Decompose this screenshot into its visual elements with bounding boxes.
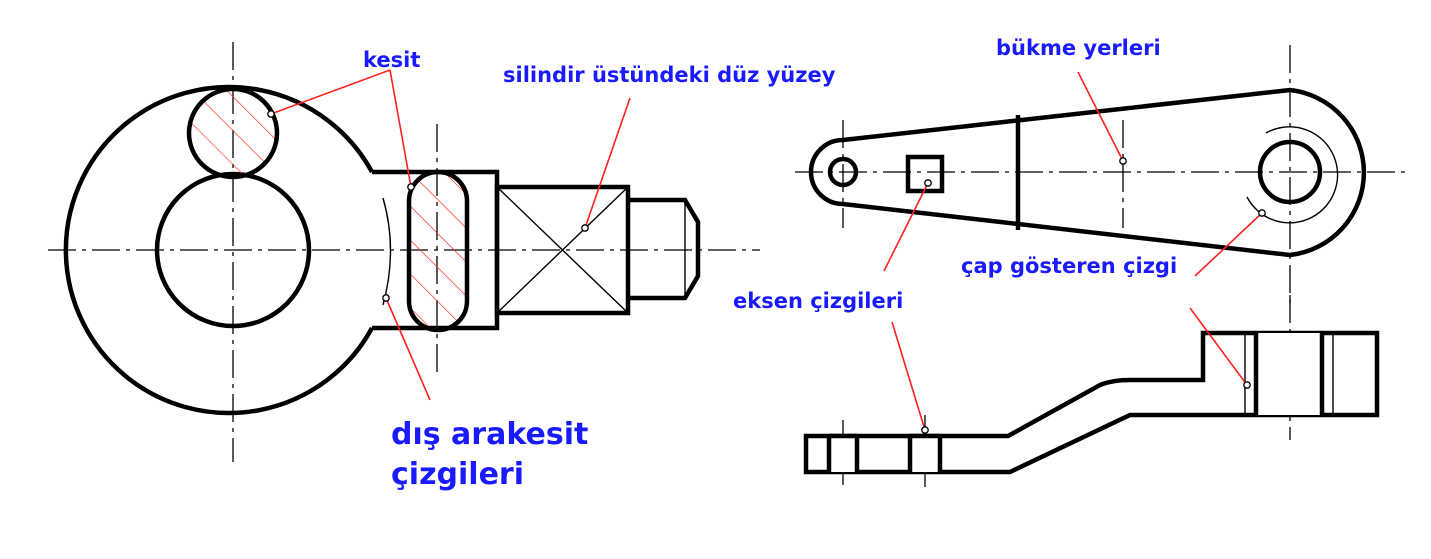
side-square-hole-void: [910, 436, 940, 472]
pin-tip: [628, 197, 701, 301]
leader-dots: [267, 110, 1266, 434]
leader-dis-arakesit: [385, 297, 431, 401]
leader-lines: [270, 69, 1263, 431]
leader-kesit-2: [389, 69, 412, 188]
left-part: [48, 42, 760, 462]
ring-outline: [63, 84, 374, 416]
lever-plan-view: [795, 45, 1410, 305]
revolved-section-hatch: [189, 89, 277, 177]
oblong-section: [406, 169, 470, 333]
oblong-section-hatch: [409, 172, 467, 330]
flat-diagonal-2: [496, 186, 629, 314]
leader-kesit-1: [270, 69, 391, 115]
label-silindir: silindir üstündeki düz yüzey: [503, 63, 836, 87]
leader-cap-down: [1189, 307, 1248, 386]
flat-square: [494, 184, 631, 316]
label-kesit: kesit: [363, 48, 420, 72]
square-hole: [905, 154, 945, 194]
leader-eksen-up: [883, 182, 929, 272]
side-boss-hole-void: [1256, 333, 1322, 415]
leader-cap-up: [1194, 212, 1263, 277]
lever-side-section: [803, 295, 1380, 490]
label-bukme: bükme yerleri: [996, 36, 1161, 60]
label-cap: çap gösteren çizgi: [961, 254, 1177, 278]
small-hole: [827, 156, 859, 188]
leader-bukme: [1077, 71, 1124, 162]
leader-eksen-down: [891, 321, 926, 431]
boss-hole: [1257, 139, 1323, 205]
label-dis-line1: dış arakesit: [391, 417, 588, 452]
side-section-body: [803, 330, 1380, 475]
intersection-arc: [382, 197, 392, 306]
label-eksen: eksen çizgileri: [733, 289, 903, 313]
label-dis-line2: çizgileri: [391, 457, 524, 492]
lever-outline: [808, 87, 1367, 258]
labels: kesit silindir üstündeki düz yüzey bükme…: [363, 36, 1177, 492]
side-small-hole-void: [829, 436, 857, 472]
leader-silindir: [584, 97, 631, 229]
diameter-arc: [1246, 126, 1339, 224]
revolved-section: [186, 86, 280, 180]
